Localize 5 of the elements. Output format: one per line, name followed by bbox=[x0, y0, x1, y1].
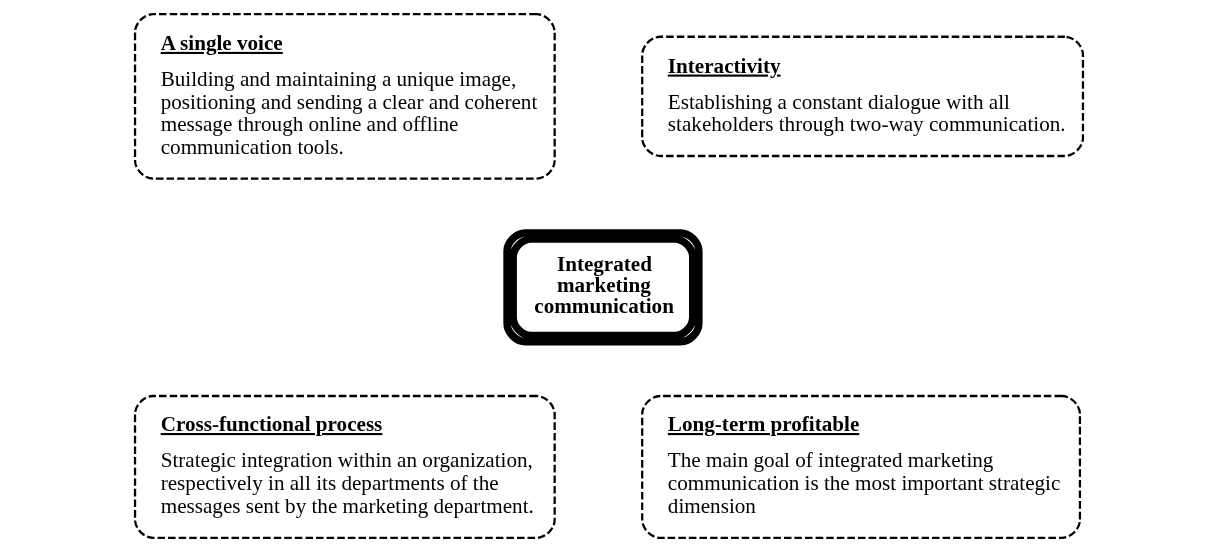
node-box: A single voice Building and maintaining a unique image, positioning and sending a clear and coherent message through online and offline communication tools. bbox=[133, 13, 556, 180]
node-box: Integrated marketing communication bbox=[502, 229, 703, 346]
node-box: Interactivity Establishing a constant dialogue with all stakeholders through two-way communication. bbox=[640, 35, 1084, 158]
node-box: Cross-functional process Strategic integration within an organization, respectively in all its departments of the messages sent by the marketing department. bbox=[133, 394, 556, 539]
node-box: Long-term profitable The main goal of integrated marketing communication is the most important strategic dimension bbox=[640, 394, 1081, 539]
